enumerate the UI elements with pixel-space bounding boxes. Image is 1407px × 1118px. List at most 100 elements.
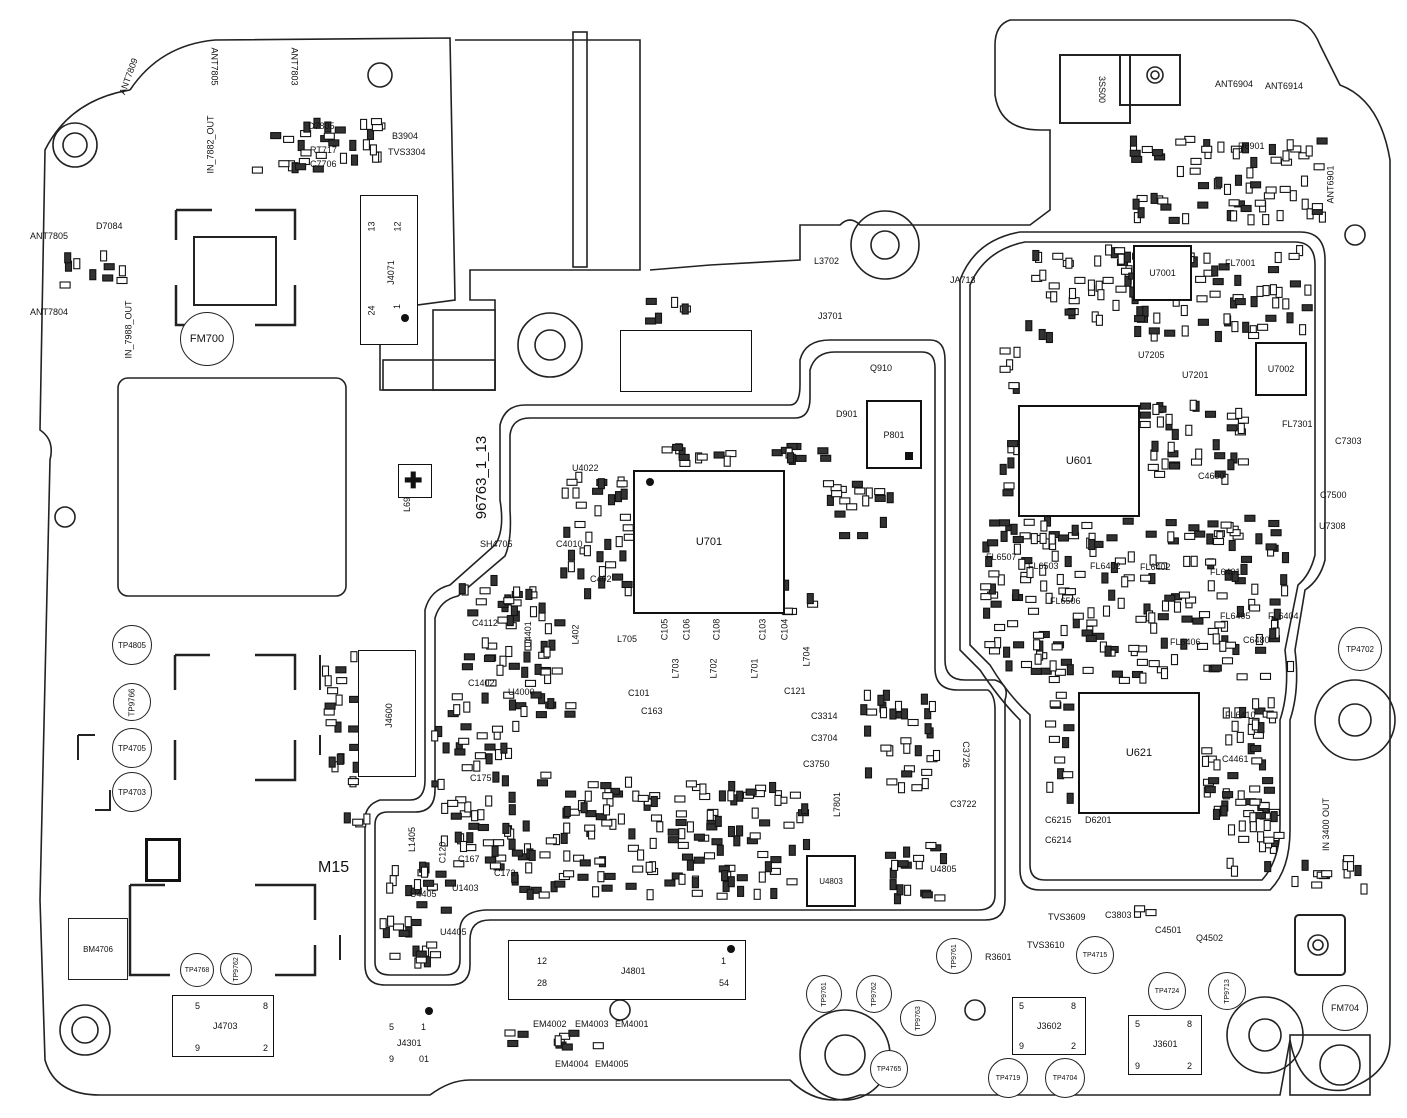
smd-component: [1231, 570, 1239, 582]
smd-component: [491, 845, 499, 857]
j3701-label: J3701: [818, 311, 843, 321]
smd-component: [1286, 312, 1294, 324]
c7500-label: C7500: [1320, 490, 1347, 500]
smd-component: [1065, 257, 1073, 269]
c104-label: C104: [779, 618, 790, 641]
smd-component: [350, 154, 359, 166]
j4801-pin54: 54: [719, 978, 730, 988]
j4071-pin24: 24: [366, 305, 377, 316]
smd-component: [650, 814, 663, 822]
j4071-pin12: 12: [392, 221, 403, 232]
smd-component: [453, 860, 465, 868]
smd-component: [886, 778, 898, 786]
u7205-label: U7205: [1138, 350, 1165, 360]
smd-component: [1066, 792, 1074, 804]
smd-component: [1273, 608, 1281, 620]
smd-component: [300, 149, 312, 157]
ant7804-label: ANT7804: [30, 307, 69, 317]
d6901-label: D6901: [1238, 141, 1265, 151]
smd-component: [1236, 673, 1248, 681]
smd-component: [410, 918, 422, 927]
fm700-fiducial: FM700: [180, 312, 234, 366]
j4071-pin1: 1: [392, 303, 403, 310]
smd-component: [484, 856, 496, 864]
smd-component: [538, 602, 546, 614]
smd-component: [645, 297, 657, 305]
smd-component: [989, 519, 1001, 527]
smd-component: [1007, 620, 1019, 628]
smd-component: [1221, 657, 1234, 665]
smd-component: [1226, 857, 1234, 869]
j3601-label: J3601: [1153, 1039, 1178, 1049]
smd-component: [1281, 585, 1289, 597]
tp4702-label: TP4702: [1345, 644, 1375, 654]
c4501-label: C4501: [1155, 925, 1182, 935]
smd-component: [1085, 634, 1097, 643]
smd-component: [789, 791, 801, 799]
smd-component: [1244, 514, 1256, 522]
smd-component: [467, 609, 479, 617]
u7001-label: U7001: [1149, 268, 1176, 278]
tp9766-label: TP9766: [127, 687, 137, 717]
smd-component: [1168, 462, 1181, 470]
c103-label: C103: [757, 618, 768, 641]
fl6405-label: FL6405: [1220, 611, 1251, 621]
smd-component: [678, 828, 686, 840]
smd-component: [1104, 645, 1112, 657]
shield-right: [959, 231, 1326, 891]
j4301-pin01: 01: [419, 1054, 430, 1064]
c120-label: C120: [437, 841, 448, 864]
smd-component: [675, 810, 687, 818]
u4405b-label: U4405: [440, 927, 467, 937]
smd-component: [1121, 576, 1129, 588]
smd-component: [764, 861, 772, 873]
c108-label: C108: [711, 618, 722, 641]
smd-component: [1161, 600, 1170, 612]
smd-component: [453, 704, 461, 716]
smd-component: [920, 693, 928, 705]
smd-component: [545, 837, 557, 845]
smd-component: [389, 952, 401, 960]
smd-component: [522, 820, 530, 832]
smd-component: [1203, 252, 1211, 264]
smd-component: [1072, 612, 1084, 620]
u4401-label: U4401: [522, 621, 533, 648]
smd-component: [1265, 543, 1277, 551]
j4301-pin1: 1: [421, 1022, 427, 1032]
smd-component: [479, 587, 491, 595]
smd-component: [548, 639, 556, 651]
smd-component: [563, 850, 571, 862]
smd-component: [1087, 279, 1095, 291]
u701-pin1: [646, 478, 654, 486]
smd-component: [774, 794, 782, 806]
smd-component: [925, 841, 937, 850]
smd-component: [1234, 174, 1243, 186]
c6480-label: C6480: [1243, 635, 1270, 645]
smd-component: [1152, 149, 1164, 157]
c3803-label: C3803: [1105, 910, 1132, 920]
smd-component: [415, 950, 427, 958]
smd-component: [685, 780, 697, 788]
smd-component: [1117, 253, 1125, 265]
smd-component: [1257, 831, 1265, 843]
j3601-pin8: 8: [1187, 1019, 1193, 1029]
smd-component: [1019, 532, 1031, 540]
ss00-label: 3SS00: [1097, 75, 1108, 104]
c4461-label: C4461: [1222, 754, 1249, 764]
smd-component: [601, 819, 613, 827]
smd-component: [504, 1029, 516, 1037]
smd-component: [1049, 700, 1061, 708]
smd-component: [540, 771, 552, 779]
smd-component: [817, 447, 829, 455]
smd-component: [1112, 299, 1120, 311]
smd-component: [506, 615, 514, 627]
smd-component: [1192, 617, 1204, 625]
smd-component: [327, 687, 339, 695]
smd-component: [1117, 597, 1125, 609]
smd-component: [278, 160, 290, 168]
smd-component: [1270, 529, 1282, 537]
smd-component: [481, 692, 489, 704]
smd-component: [1040, 580, 1048, 592]
smd-component: [1279, 185, 1291, 193]
smd-component: [1239, 706, 1247, 719]
